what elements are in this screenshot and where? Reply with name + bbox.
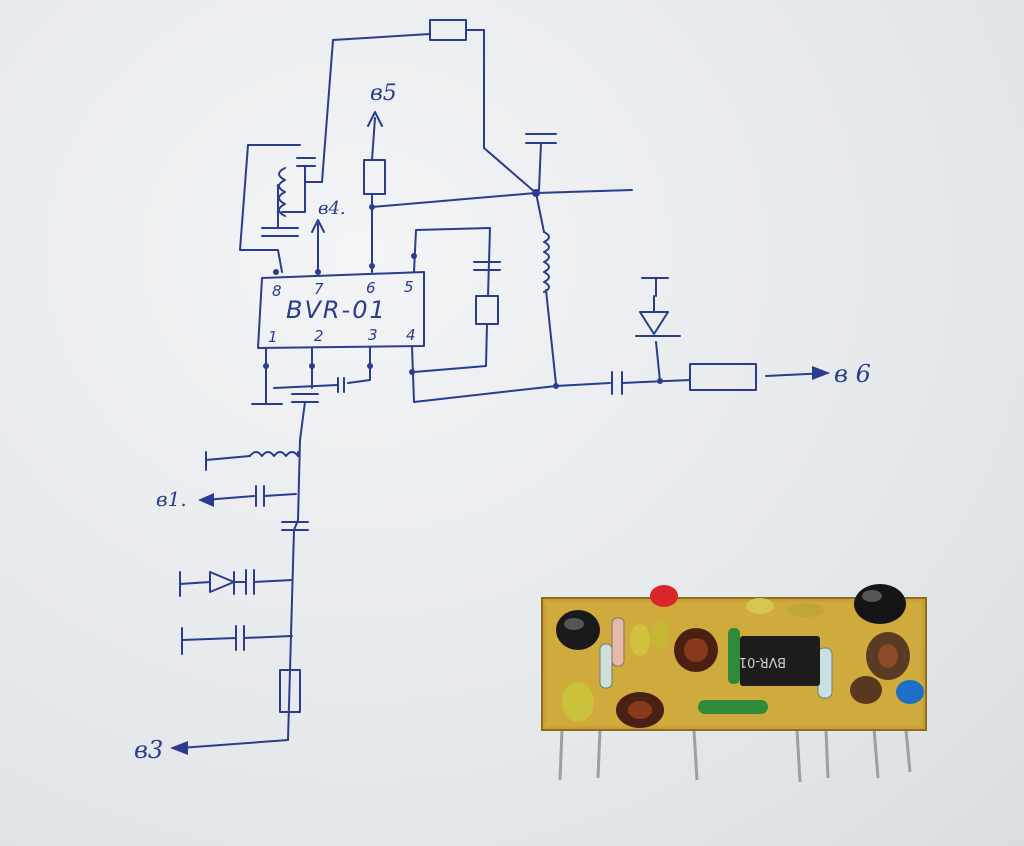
ic-pin-8: 8 [272, 282, 282, 300]
transistor-right [854, 584, 906, 624]
ic-pin-5: 5 [404, 278, 414, 296]
ic-pin-7: 7 [314, 280, 324, 298]
tank-circuit [239, 144, 323, 273]
ic-label: BVR-01 [286, 296, 387, 324]
green-diode [698, 700, 768, 714]
yellow-capacitor-4 [746, 598, 774, 614]
output-line [411, 277, 830, 403]
resistor-2 [611, 617, 625, 667]
pin6-resistor-branch [363, 111, 537, 273]
blue-trimmer [896, 680, 924, 704]
top-resistor-loop [321, 19, 485, 183]
label-b5: в5 [370, 81, 397, 106]
pin7-output-arrow [311, 219, 325, 273]
pcb-board: BVR-01 [541, 584, 927, 783]
green-inductor [728, 628, 740, 684]
ic-pin-1: 1 [268, 328, 278, 346]
yellow-capacitor-1 [562, 682, 594, 722]
label-b6: в 6 [834, 360, 871, 388]
pcb-ic-chip [740, 636, 820, 686]
label-b1: в1. [156, 487, 187, 511]
label-b3: в3 [134, 736, 163, 764]
yellow-capacitor-2 [630, 624, 650, 656]
input-network [170, 439, 309, 755]
resistor-3 [817, 647, 833, 699]
ic-pin-2: 2 [314, 327, 324, 345]
pin5-resonator-branch [413, 227, 501, 373]
pcb-chip-label: BVR-01 [739, 654, 786, 669]
transistor-left [556, 610, 600, 650]
bottom-decoupling [251, 347, 371, 441]
ic-pin-3: 3 [368, 326, 378, 344]
pcb-leads [558, 711, 912, 783]
yellow-capacitor-3 [651, 620, 669, 648]
brown-trimmer [850, 676, 882, 704]
red-capacitor [650, 585, 678, 607]
ic-pin-4: 4 [406, 326, 416, 344]
resistor-1 [599, 643, 613, 689]
label-b4: в4. [318, 198, 346, 219]
output-node [483, 133, 633, 385]
ic-pin-6: 6 [366, 279, 376, 297]
ic-bvr01: BVR-01 8 7 6 5 1 2 3 4 [257, 253, 425, 375]
yellow-capacitor-5 [788, 603, 824, 617]
